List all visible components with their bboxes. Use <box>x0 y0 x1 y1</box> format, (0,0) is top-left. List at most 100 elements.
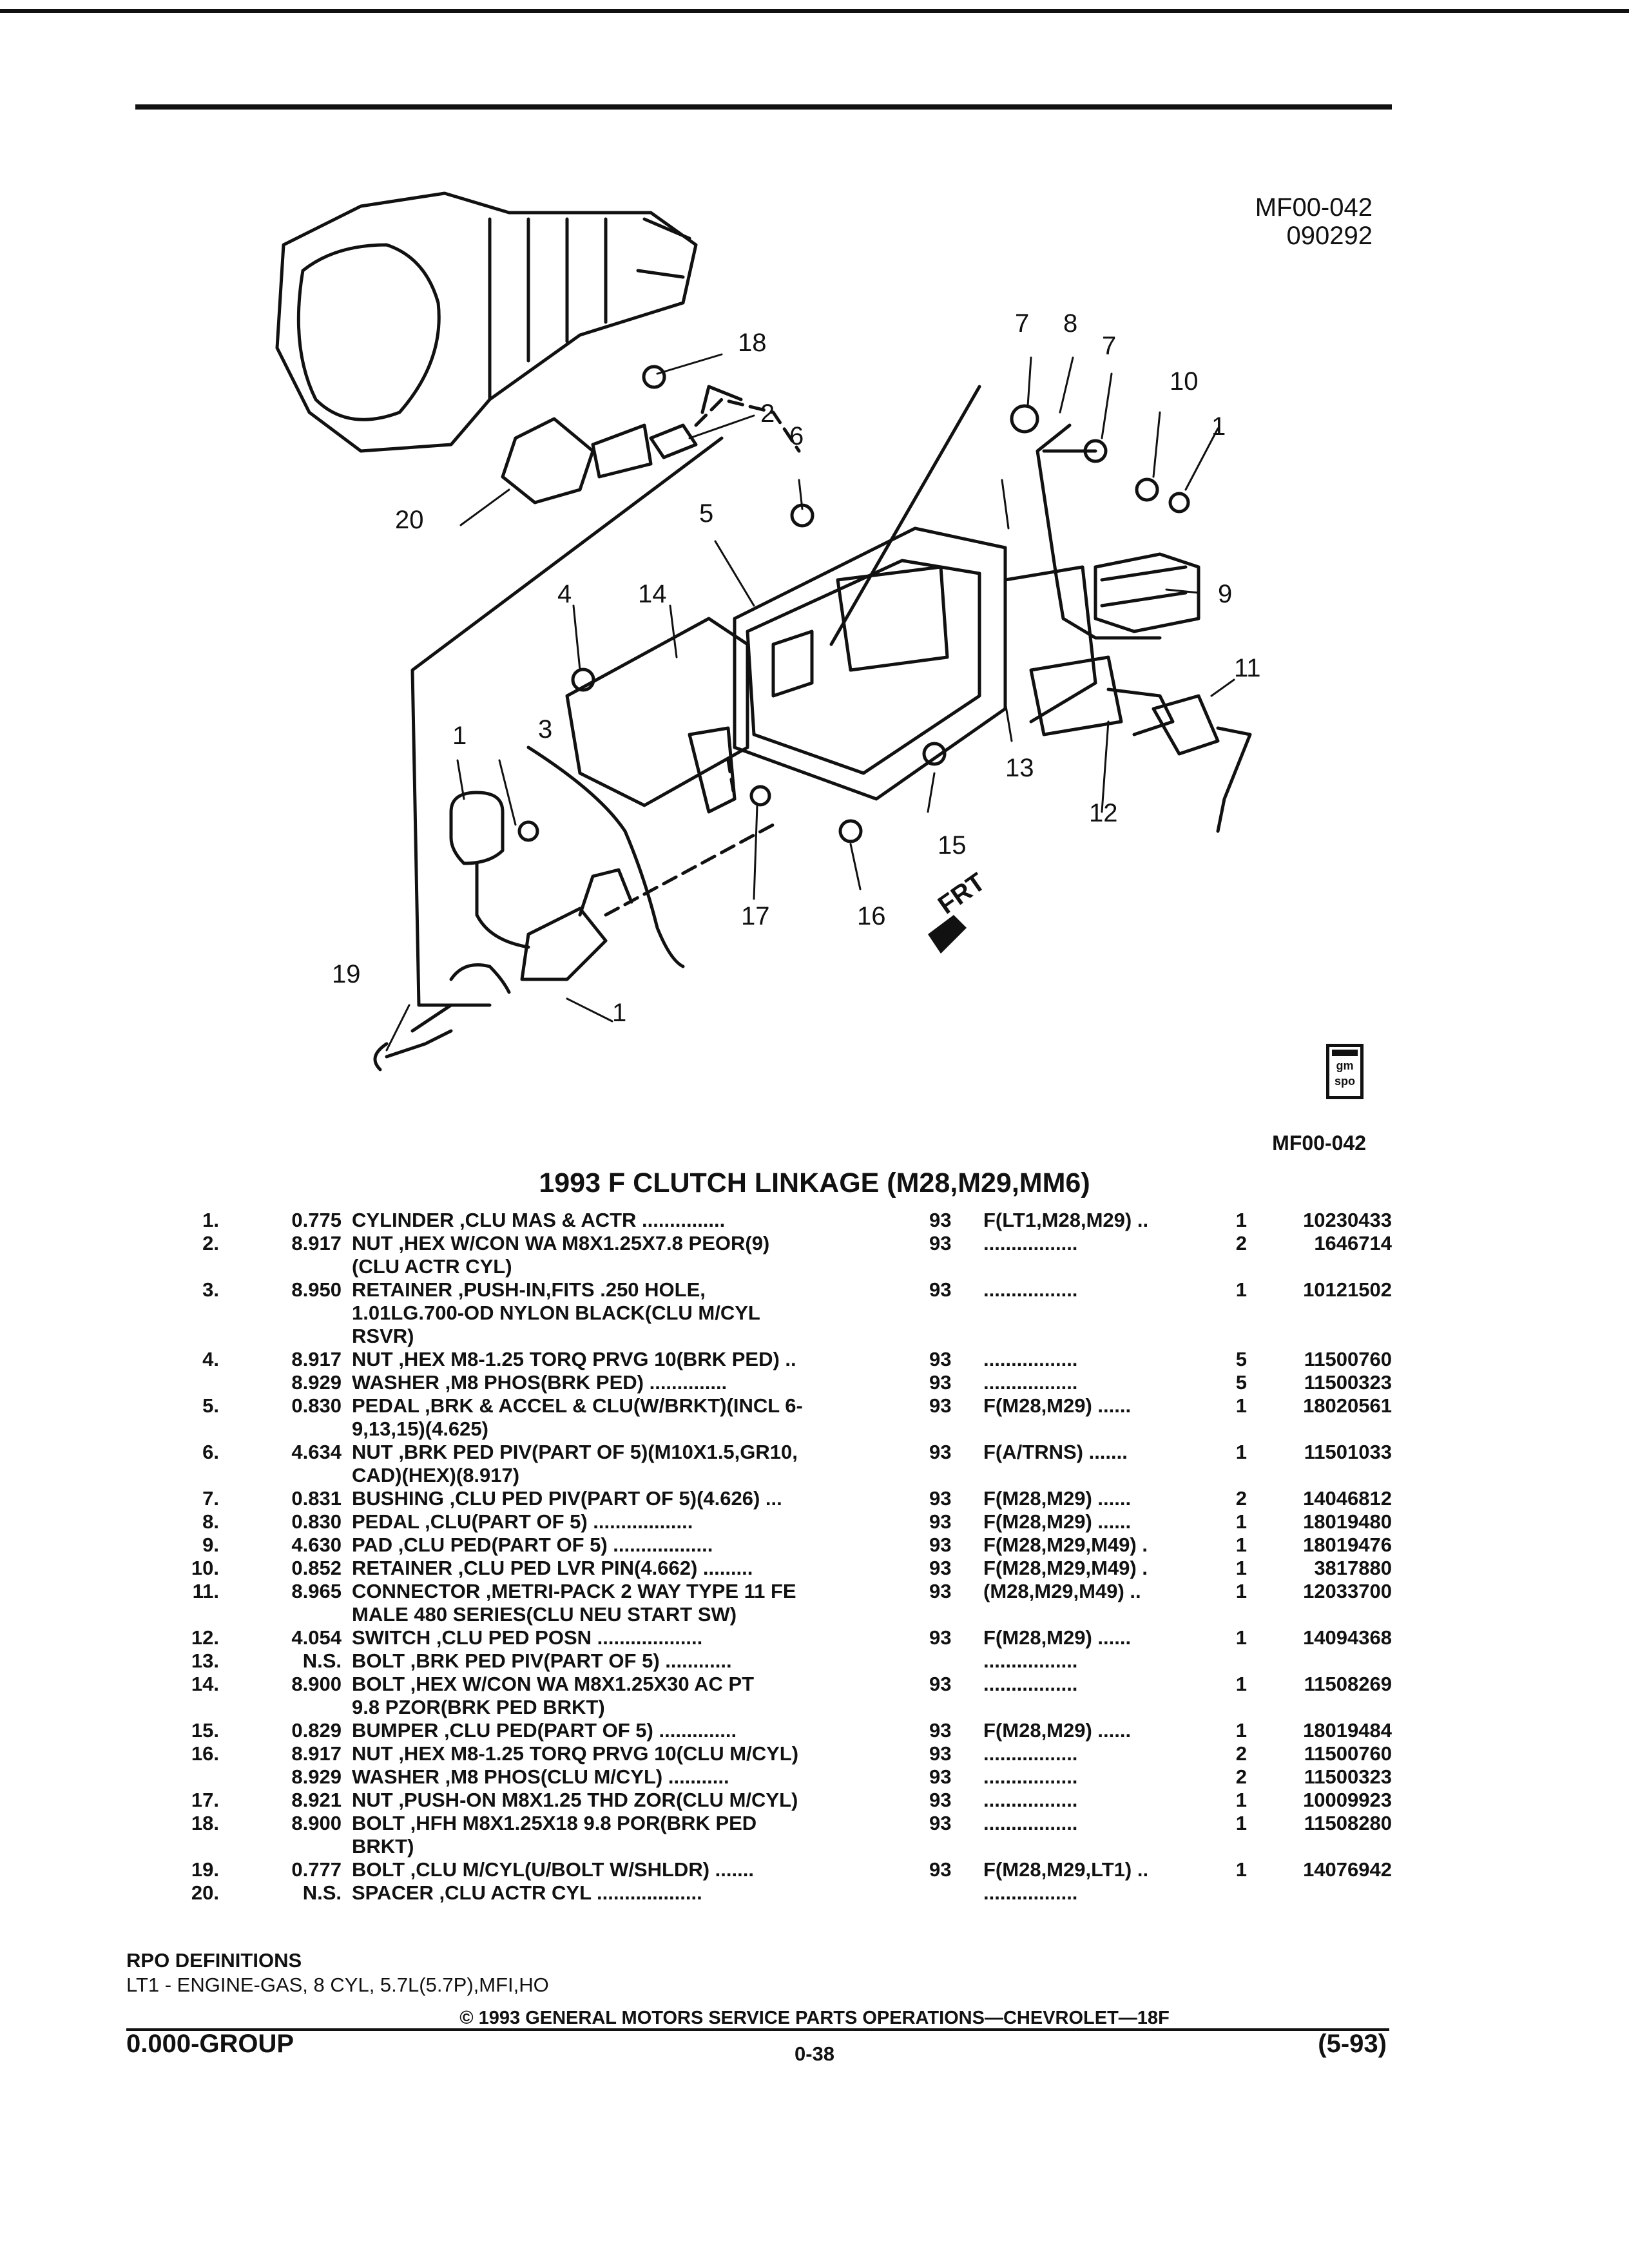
description: WASHER ,M8 PHOS(BRK PED) .............. <box>352 1371 728 1394</box>
callout-number: 2 <box>760 399 775 428</box>
parts-row: 13.N.S..................BOLT ,BRK PED PI… <box>0 1649 1629 1673</box>
model-year: 93 <box>929 1348 952 1370</box>
callout-number: 5 <box>699 499 713 528</box>
quantity: 1 <box>1235 1673 1247 1695</box>
description: (CLU ACTR CYL) <box>352 1255 512 1278</box>
description: MALE 480 SERIES(CLU NEU START SW) <box>352 1603 737 1626</box>
item-number: 7. <box>202 1487 219 1510</box>
quantity: 1 <box>1235 1441 1247 1463</box>
usage: F(M28,M29,M49) . <box>983 1533 1148 1556</box>
item-number: 2. <box>202 1232 219 1254</box>
figure-code-top: MF00-042 090292 <box>1205 193 1373 250</box>
model-year: 93 <box>929 1765 952 1788</box>
item-number: 9. <box>202 1533 219 1556</box>
item-number: 13. <box>191 1649 219 1672</box>
pedal-bracket <box>733 526 1007 801</box>
figure-code-bottom: MF00-042 <box>1272 1131 1366 1155</box>
transmission-housing <box>275 191 698 453</box>
model-year: 93 <box>929 1510 952 1533</box>
group-number: 8.929 <box>291 1765 342 1788</box>
clutch-actuator <box>501 417 595 505</box>
item-number: 17. <box>191 1789 219 1811</box>
description: 9,13,15)(4.625) <box>352 1418 488 1440</box>
usage: ................. <box>983 1232 1078 1254</box>
description: BOLT ,CLU M/CYL(U/BOLT W/SHLDR) ....... <box>352 1858 754 1881</box>
model-year: 93 <box>929 1858 952 1881</box>
master-cylinder <box>520 907 608 981</box>
quantity: 1 <box>1235 1580 1247 1602</box>
usage: F(M28,M29) ...... <box>983 1626 1132 1649</box>
group-number: 8.965 <box>291 1580 342 1602</box>
part-number: 11508280 <box>1304 1812 1392 1834</box>
part-number: 18019484 <box>1303 1719 1392 1742</box>
rpo-definition: LT1 - ENGINE-GAS, 8 CYL, 5.7L(5.7P),MFI,… <box>126 1974 549 1996</box>
quantity: 5 <box>1235 1348 1247 1370</box>
quantity: 1 <box>1235 1510 1247 1533</box>
description: NUT ,HEX M8-1.25 TORQ PRVG 10(CLU M/CYL) <box>352 1742 799 1765</box>
callout-number: 20 <box>395 506 424 534</box>
description: PAD ,CLU PED(PART OF 5) ................… <box>352 1533 713 1556</box>
model-year: 93 <box>929 1812 952 1834</box>
usage: ................. <box>983 1789 1078 1811</box>
group-label: 0.000-GROUP <box>126 2030 294 2058</box>
gm-logo-text: gm <box>1336 1059 1354 1072</box>
group-number: 8.950 <box>291 1278 342 1301</box>
item-number: 15. <box>191 1719 219 1742</box>
description: BUSHING ,CLU PED PIV(PART OF 5)(4.626) .… <box>352 1487 782 1510</box>
clutch-pedal-arm <box>1036 423 1162 640</box>
part-number: 11500760 <box>1304 1348 1392 1370</box>
callout-number: 7 <box>1102 332 1116 360</box>
item-number: 1. <box>202 1209 219 1231</box>
description: PEDAL ,BRK & ACCEL & CLU(W/BRKT)(INCL 6- <box>352 1394 803 1417</box>
front-direction-arrow <box>928 915 967 954</box>
part-number: 18019480 <box>1303 1510 1392 1533</box>
quantity: 1 <box>1235 1858 1247 1881</box>
model-year: 93 <box>929 1232 952 1254</box>
part-number: 14076942 <box>1303 1858 1392 1881</box>
callout-number: 3 <box>538 715 552 744</box>
description: BUMPER ,CLU PED(PART OF 5) .............… <box>352 1719 737 1742</box>
callout-number: 1 <box>612 999 626 1027</box>
usage: F(M28,M29,M49) . <box>983 1557 1148 1579</box>
callout-number: 16 <box>857 902 886 930</box>
top-edge-rule <box>0 9 1629 13</box>
description: WASHER ,M8 PHOS(CLU M/CYL) ........... <box>352 1765 729 1788</box>
callout-number: 14 <box>638 580 667 608</box>
quantity: 1 <box>1235 1394 1247 1417</box>
quantity: 1 <box>1235 1557 1247 1579</box>
group-number: 8.929 <box>291 1371 342 1394</box>
part-number: 14094368 <box>1303 1626 1392 1649</box>
description: RETAINER ,CLU PED LVR PIN(4.662) .......… <box>352 1557 753 1579</box>
callout-number: 6 <box>789 422 804 450</box>
usage: ................. <box>983 1812 1078 1834</box>
part-number: 11508269 <box>1304 1673 1392 1695</box>
part-number: 11501033 <box>1304 1441 1392 1463</box>
group-number: 4.634 <box>291 1441 342 1463</box>
callout-number: 9 <box>1218 580 1232 608</box>
group-number: 0.852 <box>291 1557 342 1579</box>
callout-number: 1 <box>452 722 467 750</box>
copyright-text: © 1993 GENERAL MOTORS SERVICE PARTS OPER… <box>459 2008 1170 2028</box>
quantity: 2 <box>1235 1765 1247 1788</box>
part-number: 18020561 <box>1303 1394 1392 1417</box>
callout-number: 7 <box>1015 309 1029 338</box>
quantity: 1 <box>1235 1278 1247 1301</box>
callout-number: 1 <box>1211 412 1226 441</box>
item-number: 6. <box>202 1441 219 1463</box>
model-year: 93 <box>929 1487 952 1510</box>
group-number: 0.775 <box>291 1209 342 1231</box>
description: CAD)(HEX)(8.917) <box>352 1464 520 1486</box>
page-title: 1993 F CLUTCH LINKAGE (M28,M29,MM6) <box>539 1168 1090 1198</box>
group-number: 8.917 <box>291 1232 342 1254</box>
group-number: 8.900 <box>291 1812 342 1834</box>
model-year: 93 <box>929 1371 952 1394</box>
usage: F(M28,M29,LT1) .. <box>983 1858 1149 1881</box>
group-number: 4.054 <box>291 1626 342 1649</box>
part-number: 3817880 <box>1314 1557 1392 1579</box>
group-number: 8.921 <box>291 1789 342 1811</box>
usage: F(M28,M29) ...... <box>983 1510 1132 1533</box>
